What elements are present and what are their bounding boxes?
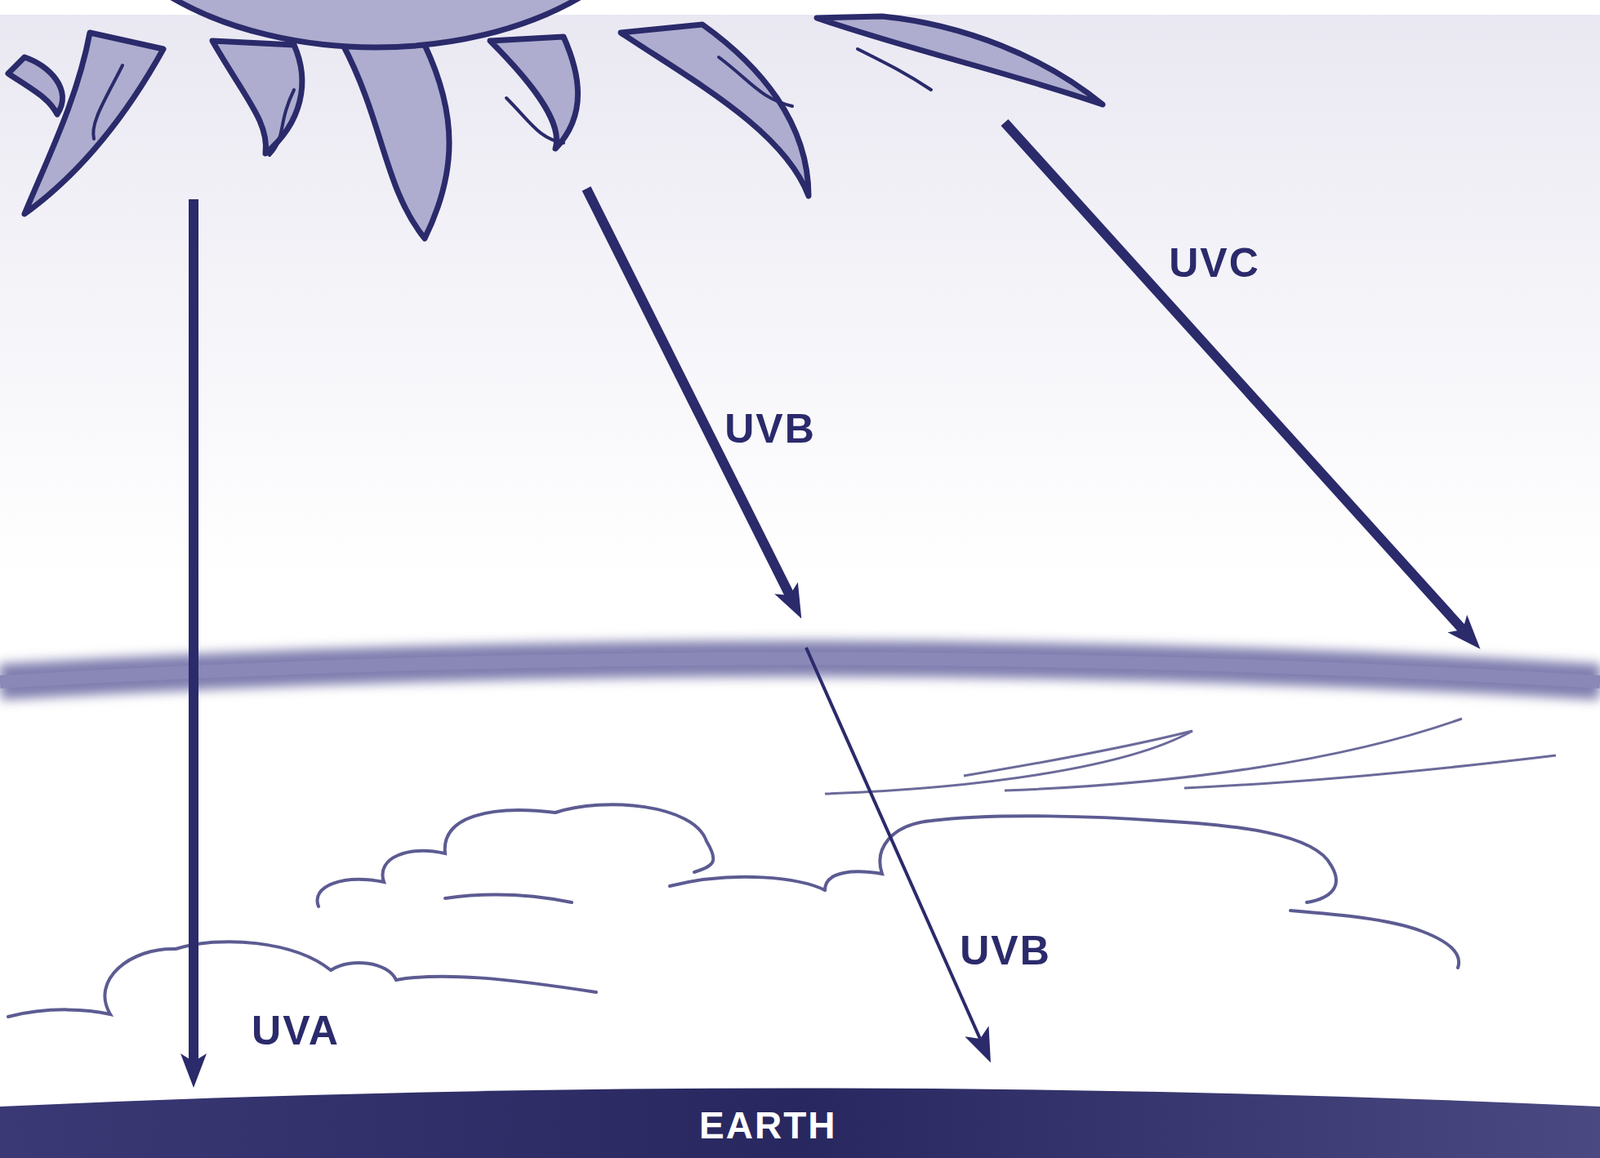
ray-label: UVC — [1168, 242, 1261, 284]
atmosphere-glow — [0, 659, 1600, 683]
earth-surface — [0, 1088, 1600, 1158]
clouds — [8, 804, 1459, 1017]
uva-arrow — [188, 199, 199, 1062]
atmosphere-band — [0, 659, 1600, 683]
earth-band: EARTH — [0, 1061, 1600, 1158]
ray-label: UVB — [724, 408, 816, 450]
uvb-thin-arrow — [806, 647, 981, 1039]
wind-streaks — [824, 718, 1556, 794]
sun-disc — [81, 0, 670, 48]
uvb-arrow — [586, 188, 790, 596]
earth-label: EARTH — [699, 1106, 837, 1145]
uv-rays — [193, 122, 1463, 1062]
sun-squiggles — [93, 49, 932, 156]
ray-label: UVA — [251, 1010, 340, 1052]
uvc-arrow — [1004, 122, 1463, 630]
sun-rays — [8, 16, 1103, 239]
ray-label: UVB — [959, 930, 1052, 972]
